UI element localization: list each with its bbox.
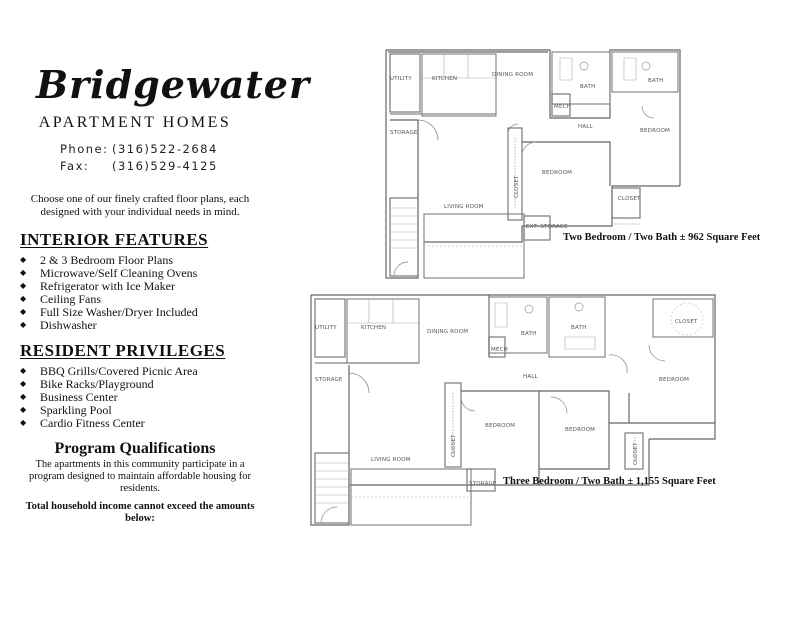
diamond-bullet-icon: ◆ — [20, 255, 27, 264]
interior-features-heading: INTERIOR FEATURES — [20, 230, 209, 249]
room-label-storage: STORAGE — [390, 130, 418, 136]
list-item: ◆BBQ Grills/Covered Picnic Area — [20, 364, 198, 378]
room-label-dining: DINING ROOM — [427, 329, 468, 335]
diamond-bullet-icon: ◆ — [20, 391, 27, 401]
contact-info: Phone:(316)522-2684 Fax: (316)529-4125 — [60, 141, 218, 175]
room-label-bath-1: BATH — [521, 331, 536, 337]
intro-text: Choose one of our finely crafted floor p… — [30, 193, 250, 218]
list-item: ◆Microwave/Self Cleaning Ovens — [20, 265, 198, 280]
program-qualifications-heading: Program Qualifications — [54, 440, 216, 457]
room-label-bedroom-2: BEDROOM — [542, 170, 572, 176]
room-label-closet-2: CLOSET — [618, 196, 641, 202]
room-label-closet-2: CLOSET — [451, 434, 457, 457]
room-label-hall: HALL — [578, 124, 594, 130]
room-label-mech: MECH — [491, 347, 508, 353]
floor-plan-drawing: UTILITY KITCHEN DINING ROOM MECH BATH BA… — [310, 294, 716, 526]
room-label-hall: HALL — [523, 374, 539, 380]
floor-plan-two-bedroom: UTILITY KITCHEN DINING ROOM MECH BATH BA… — [384, 48, 684, 280]
diamond-bullet-icon: ◆ — [20, 378, 27, 388]
room-label-closet-1: CLOSET — [675, 319, 698, 325]
room-label-mech: MECH — [554, 104, 571, 110]
resident-privileges-list: ◆BBQ Grills/Covered Picnic Area ◆Bike Ra… — [20, 365, 198, 430]
phone-label: Phone: — [60, 142, 109, 156]
diamond-bullet-icon: ◆ — [20, 404, 27, 414]
diamond-bullet-icon: ◆ — [20, 280, 27, 290]
list-item: ◆Business Center — [20, 389, 118, 404]
room-label-storage: STORAGE — [315, 377, 343, 383]
room-label-ext-storage: STORAGE — [469, 481, 497, 487]
list-item: ◆Full Size Washer/Dryer Included — [20, 304, 198, 319]
list-item: ◆2 & 3 Bedroom Floor Plans — [20, 253, 174, 267]
diamond-bullet-icon: ◆ — [20, 417, 27, 427]
brand-tagline: APARTMENT HOMES — [38, 114, 232, 131]
floor-plan-caption-two-bedroom: Two Bedroom / Two Bath ± 962 Square Feet — [563, 232, 761, 243]
diamond-bullet-icon: ◆ — [20, 319, 27, 329]
list-item: ◆Dishwasher — [20, 317, 97, 332]
list-item: ◆Ceiling Fans — [20, 291, 102, 306]
resident-privileges-heading: RESIDENT PRIVILEGES — [20, 341, 226, 360]
floor-plan-three-bedroom: UTILITY KITCHEN DINING ROOM MECH BATH BA… — [309, 293, 719, 527]
room-label-bedroom-3: BEDROOM — [565, 427, 595, 433]
diamond-bullet-icon: ◆ — [20, 293, 27, 303]
room-label-utility: UTILITY — [315, 325, 337, 331]
brand-logo: Bridgewater — [36, 62, 310, 107]
list-item: ◆Refrigerator with Ice Maker — [20, 278, 175, 293]
floor-plan-drawing: UTILITY KITCHEN DINING ROOM MECH BATH BA… — [385, 49, 681, 279]
room-label-utility: UTILITY — [390, 76, 412, 82]
room-label-dining: DINING ROOM — [492, 72, 533, 78]
fax-number: (316)529-4125 — [112, 159, 218, 173]
room-label-kitchen: KITCHEN — [361, 325, 386, 331]
room-label-closet-3: CLOSET — [633, 442, 639, 465]
diamond-bullet-icon: ◆ — [20, 306, 27, 316]
room-label-living: LIVING ROOM — [444, 204, 484, 210]
list-item: ◆Cardio Fitness Center — [20, 415, 145, 430]
room-label-ext-storage: EXT. STORAGE — [526, 224, 568, 230]
list-item: ◆Sparkling Pool — [20, 402, 112, 417]
room-label-bedroom-1: BEDROOM — [640, 128, 670, 134]
income-limit-note: Total household income cannot exceed the… — [25, 501, 255, 524]
room-label-bath-2: BATH — [571, 325, 586, 331]
diamond-bullet-icon: ◆ — [20, 366, 27, 375]
room-label-bedroom-1: BEDROOM — [659, 377, 689, 383]
interior-features-list: ◆2 & 3 Bedroom Floor Plans ◆Microwave/Se… — [20, 254, 198, 331]
floor-plan-caption-three-bedroom: Three Bedroom / Two Bath ± 1,155 Square … — [503, 476, 716, 487]
program-description: The apartments in this community partici… — [29, 459, 251, 494]
room-label-bath-2: BATH — [648, 78, 663, 84]
phone-number[interactable]: (316)522-2684 — [112, 142, 218, 156]
room-label-kitchen: KITCHEN — [432, 76, 457, 82]
room-label-bath-1: BATH — [580, 84, 595, 90]
room-label-bedroom-2: BEDROOM — [485, 423, 515, 429]
room-label-living: LIVING ROOM — [371, 457, 411, 463]
fax-label: Fax: — [60, 159, 90, 173]
diamond-bullet-icon: ◆ — [20, 267, 27, 277]
room-label-closet-1: CLOSET — [514, 175, 520, 198]
list-item: ◆Bike Racks/Playground — [20, 376, 154, 391]
